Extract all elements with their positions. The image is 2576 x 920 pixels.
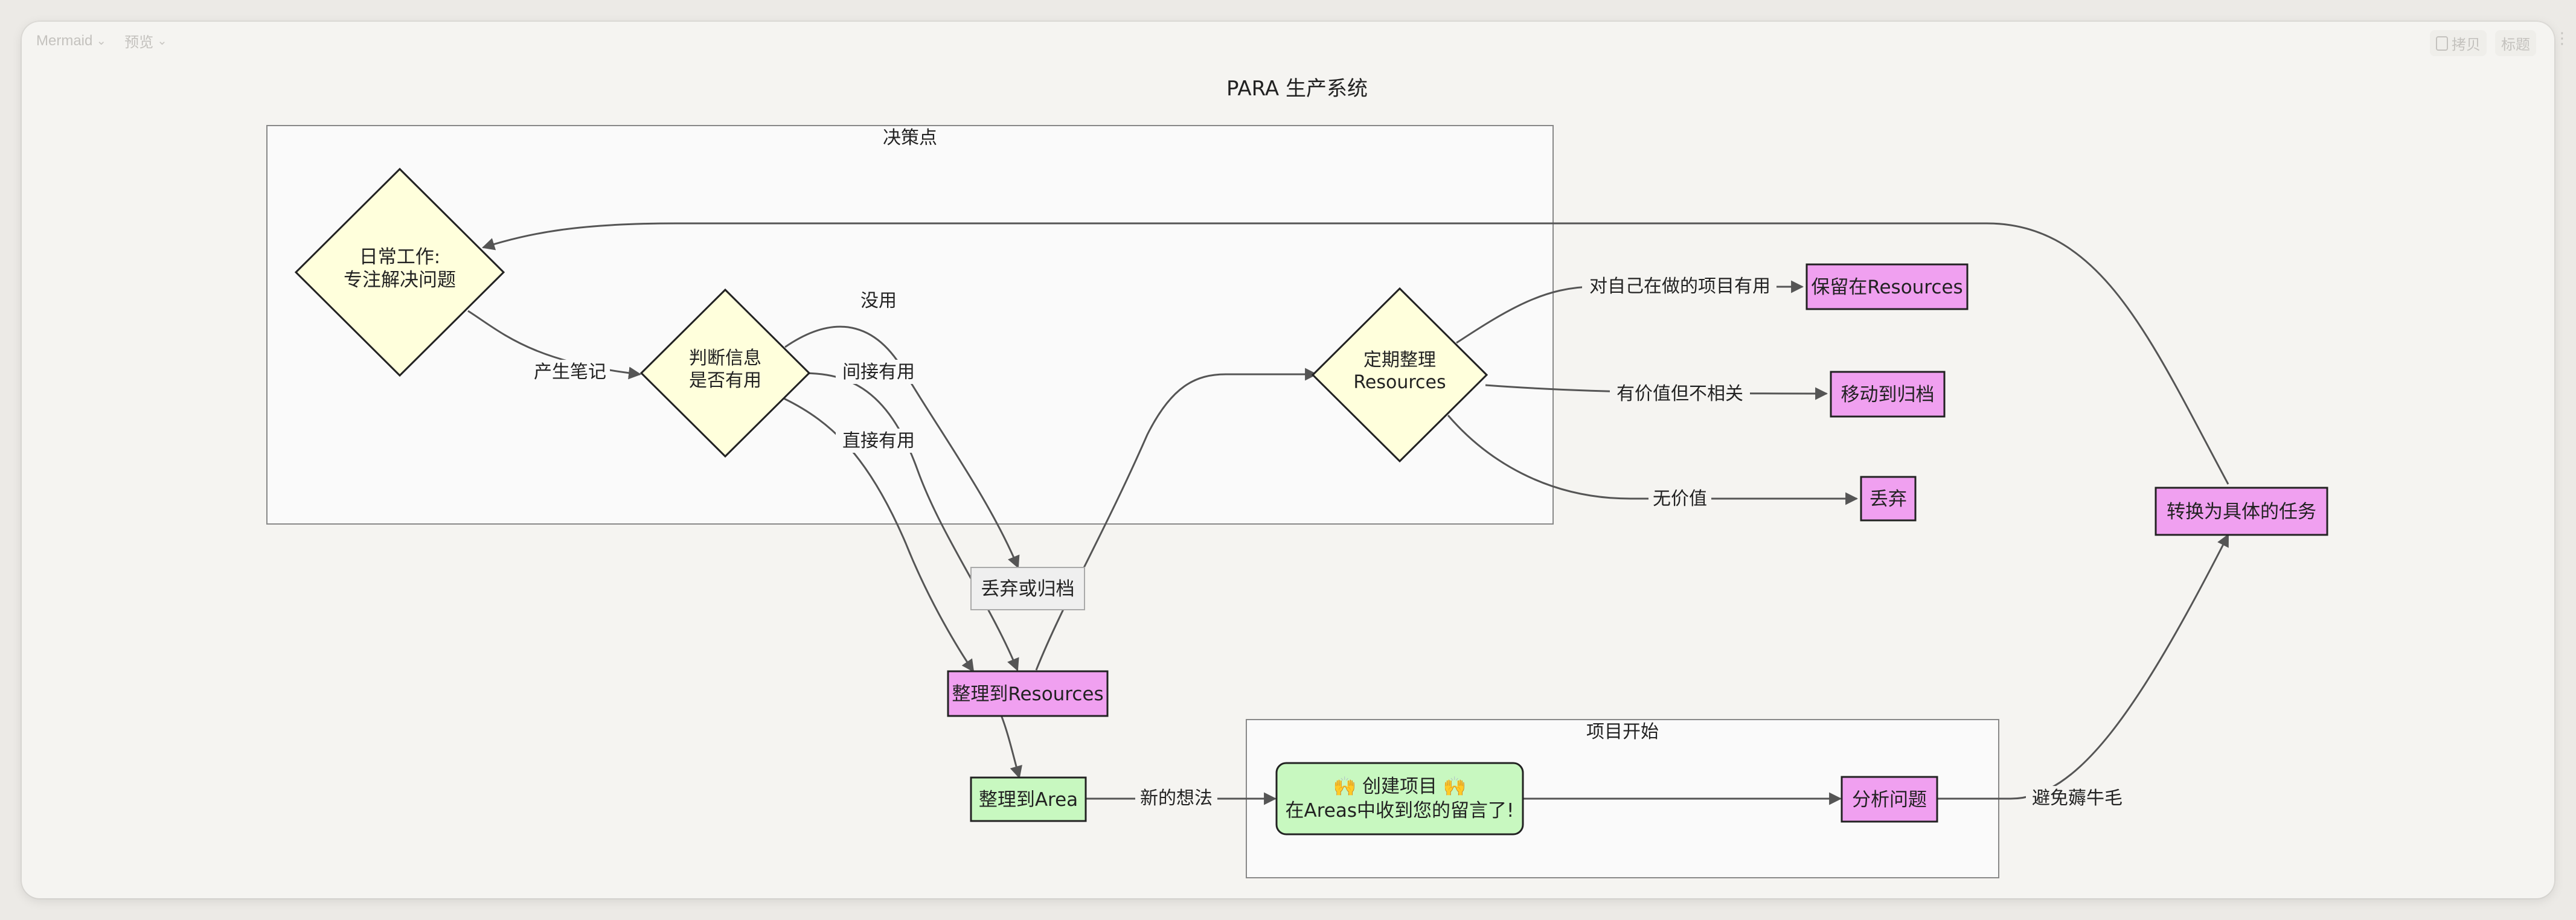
node-keep-resources-label: 保留在Resources bbox=[1811, 276, 1962, 298]
toolbar-right: 拷贝 标题 bbox=[2430, 30, 2536, 56]
node-analyze[interactable]: 分析问题 bbox=[1841, 776, 1938, 823]
edge-label-indirect: 间接有用 bbox=[842, 362, 915, 383]
node-convert-task-label: 转换为具体的任务 bbox=[2167, 501, 2316, 523]
preview-dropdown[interactable]: 预览 ⌄ bbox=[124, 30, 167, 51]
edge-resources-to-area bbox=[1000, 715, 1022, 779]
edge-label-new-idea: 新的想法 bbox=[1140, 788, 1213, 809]
node-to-resources-label: 整理到Resources bbox=[952, 683, 1103, 705]
node-judge[interactable]: 判断信息 是否有用 bbox=[639, 288, 811, 458]
subgraph-decision bbox=[266, 125, 1554, 525]
edge-discard bbox=[1447, 415, 1859, 505]
copy-label: 拷贝 bbox=[2452, 37, 2481, 53]
node-discard-archive[interactable]: 丢弃或归档 bbox=[970, 567, 1085, 610]
chevron-down-icon: ⌄ bbox=[96, 34, 107, 48]
edge-label-worthless: 无价值 bbox=[1653, 488, 1707, 510]
node-discard-archive-label: 丢弃或归档 bbox=[981, 578, 1075, 600]
node-periodic[interactable]: 定期整理 Resources bbox=[1311, 287, 1488, 463]
node-convert-task[interactable]: 转换为具体的任务 bbox=[2155, 487, 2328, 536]
edge-resources-to-periodic bbox=[1035, 368, 1318, 671]
node-daily-work-line2: 专注解决问题 bbox=[344, 269, 456, 291]
node-move-archive[interactable]: 移动到归档 bbox=[1830, 371, 1946, 418]
edge-label-useless: 没用 bbox=[860, 290, 897, 311]
toolbar-left: Mermaid ⌄ 预览 ⌄ bbox=[36, 30, 167, 51]
node-to-area[interactable]: 整理到Area bbox=[970, 776, 1087, 822]
node-create-project[interactable]: 🙌 创建项目 🙌 在Areas中收到您的留言了! bbox=[1275, 762, 1524, 835]
node-discard-label: 丢弃 bbox=[1870, 488, 1907, 510]
preview-label: 预览 bbox=[124, 34, 154, 51]
mode-label: Mermaid bbox=[36, 32, 93, 49]
node-create-project-line2: 在Areas中收到您的留言了! bbox=[1286, 800, 1514, 822]
node-move-archive-label: 移动到归档 bbox=[1841, 384, 1935, 406]
more-icon[interactable]: ⋮ bbox=[2554, 29, 2570, 47]
chevron-down-icon: ⌄ bbox=[157, 34, 167, 48]
node-discard[interactable]: 丢弃 bbox=[1860, 476, 1917, 522]
node-daily-work-line1: 日常工作: bbox=[359, 246, 440, 268]
node-judge-line1: 判断信息 bbox=[689, 348, 761, 369]
subgraph-decision-label: 决策点 bbox=[883, 127, 937, 149]
edge-label-direct: 直接有用 bbox=[842, 430, 915, 452]
mode-dropdown[interactable]: Mermaid ⌄ bbox=[36, 30, 106, 51]
edge-label-valuable-unrelated: 有价值但不相关 bbox=[1616, 383, 1743, 404]
title-label: 标题 bbox=[2501, 37, 2530, 53]
node-periodic-line1: 定期整理 bbox=[1363, 350, 1436, 371]
copy-icon bbox=[2436, 36, 2448, 51]
node-to-area-label: 整理到Area bbox=[979, 789, 1078, 811]
node-to-resources[interactable]: 整理到Resources bbox=[947, 670, 1109, 717]
subgraph-project-start-label: 项目开始 bbox=[1586, 721, 1659, 743]
edge-label-produce-notes: 产生笔记 bbox=[534, 362, 606, 383]
node-analyze-label: 分析问题 bbox=[1852, 789, 1927, 811]
node-keep-resources[interactable]: 保留在Resources bbox=[1805, 263, 1969, 310]
title-button[interactable]: 标题 bbox=[2495, 30, 2536, 56]
node-create-project-line1: 🙌 创建项目 🙌 bbox=[1333, 776, 1467, 797]
node-periodic-line2: Resources bbox=[1353, 372, 1446, 393]
diagram-title: PARA 生产系统 bbox=[1226, 77, 1368, 101]
edge-direct bbox=[783, 397, 975, 672]
edge-label-avoid-yak: 避免薅牛毛 bbox=[2032, 788, 2123, 809]
copy-button[interactable]: 拷贝 bbox=[2430, 30, 2487, 56]
node-judge-line2: 是否有用 bbox=[689, 370, 761, 391]
node-daily-work[interactable]: 日常工作: 专注解决问题 bbox=[294, 167, 505, 377]
edge-label-useful-for-project: 对自己在做的项目有用 bbox=[1589, 276, 1770, 297]
edge-back-to-daily bbox=[481, 222, 2229, 485]
